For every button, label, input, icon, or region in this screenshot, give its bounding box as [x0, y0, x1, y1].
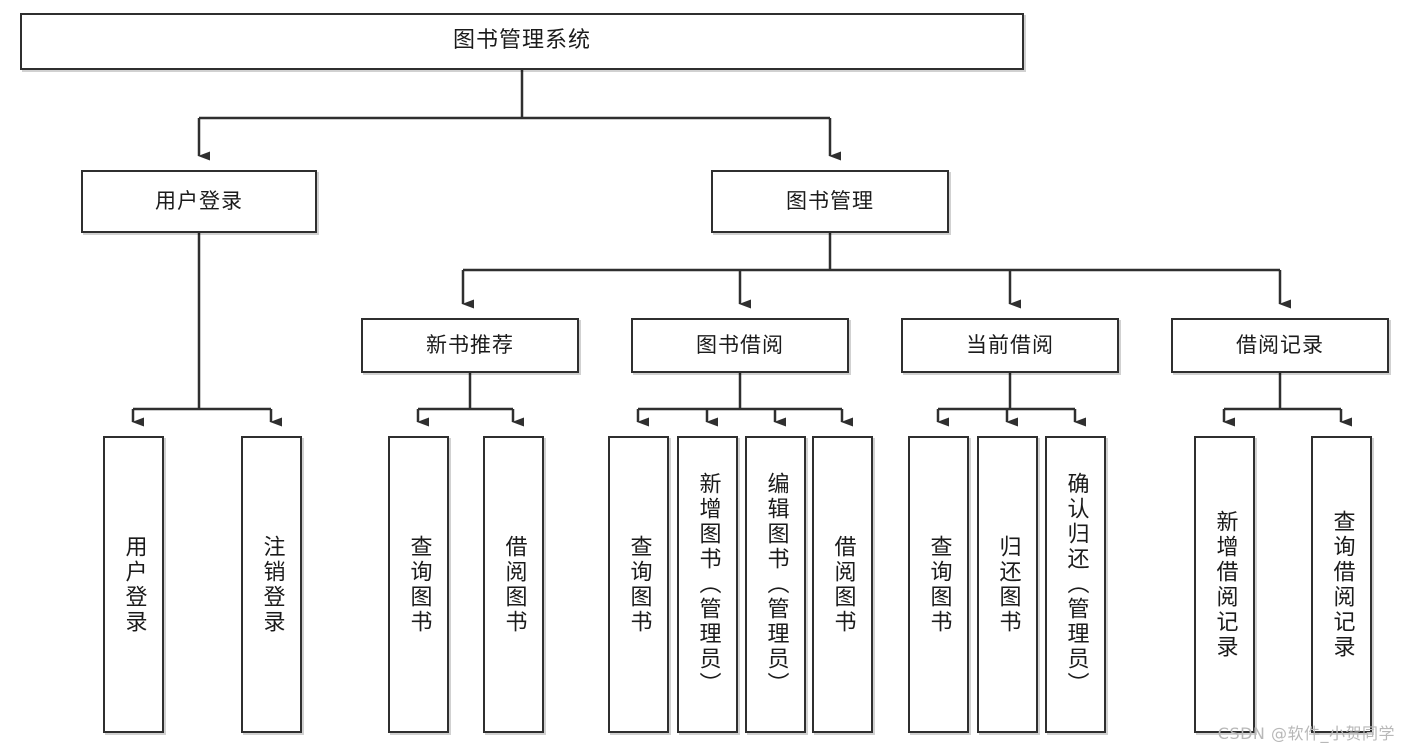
node-book-borrow[interactable]: 图书借阅: [631, 318, 849, 373]
node-book-manage[interactable]: 图书管理: [711, 170, 949, 233]
node-borrow-record-label: 借阅记录: [1236, 332, 1324, 357]
node-leaf-query-record[interactable]: 查询借阅记录: [1311, 436, 1372, 733]
node-user-login[interactable]: 用户登录: [81, 170, 317, 233]
node-root[interactable]: 图书管理系统: [20, 13, 1024, 70]
node-leaf-logout[interactable]: 注销登录: [241, 436, 302, 733]
node-leaf-add-book[interactable]: 新增图书（管理员）: [677, 436, 738, 733]
node-root-label: 图书管理系统: [452, 28, 591, 54]
node-leaf-edit-book[interactable]: 编辑图书（管理员）: [745, 436, 806, 733]
node-leaf-query-book-3[interactable]: 查询图书: [908, 436, 969, 733]
node-new-book-rec[interactable]: 新书推荐: [361, 318, 579, 373]
node-current-borrow-label: 当前借阅: [966, 332, 1054, 357]
node-leaf-borrow-book-2[interactable]: 借阅图书: [812, 436, 873, 733]
node-current-borrow[interactable]: 当前借阅: [901, 318, 1119, 373]
node-book-manage-label: 图书管理: [786, 188, 874, 213]
node-borrow-record[interactable]: 借阅记录: [1171, 318, 1389, 373]
node-leaf-return-book-label: 归还图书: [995, 534, 1021, 635]
node-leaf-logout-label: 注销登录: [259, 534, 285, 635]
node-leaf-edit-book-label: 编辑图书（管理员）: [763, 472, 789, 697]
node-leaf-add-book-label: 新增图书（管理员）: [695, 472, 721, 697]
node-new-book-rec-label: 新书推荐: [426, 332, 514, 357]
node-leaf-user-login-label: 用户登录: [121, 534, 147, 635]
watermark: CSDN @软件_小贺同学: [1217, 724, 1395, 743]
node-leaf-borrow-book-1[interactable]: 借阅图书: [483, 436, 544, 733]
node-leaf-user-login[interactable]: 用户登录: [103, 436, 164, 733]
node-leaf-query-book-1-label: 查询图书: [406, 534, 432, 635]
node-leaf-query-book-2-label: 查询图书: [626, 534, 652, 635]
node-user-login-label: 用户登录: [155, 188, 243, 213]
node-leaf-query-record-label: 查询借阅记录: [1329, 509, 1355, 660]
node-leaf-borrow-book-1-label: 借阅图书: [501, 534, 527, 635]
node-leaf-confirm-return-label: 确认归还（管理员）: [1063, 472, 1089, 697]
node-book-borrow-label: 图书借阅: [696, 332, 784, 357]
node-leaf-query-book-1[interactable]: 查询图书: [388, 436, 449, 733]
node-leaf-query-book-3-label: 查询图书: [926, 534, 952, 635]
node-leaf-return-book[interactable]: 归还图书: [977, 436, 1038, 733]
node-leaf-query-book-2[interactable]: 查询图书: [608, 436, 669, 733]
node-leaf-borrow-book-2-label: 借阅图书: [830, 534, 856, 635]
node-leaf-add-record-label: 新增借阅记录: [1212, 509, 1238, 660]
node-leaf-add-record[interactable]: 新增借阅记录: [1194, 436, 1255, 733]
node-leaf-confirm-return[interactable]: 确认归还（管理员）: [1045, 436, 1106, 733]
